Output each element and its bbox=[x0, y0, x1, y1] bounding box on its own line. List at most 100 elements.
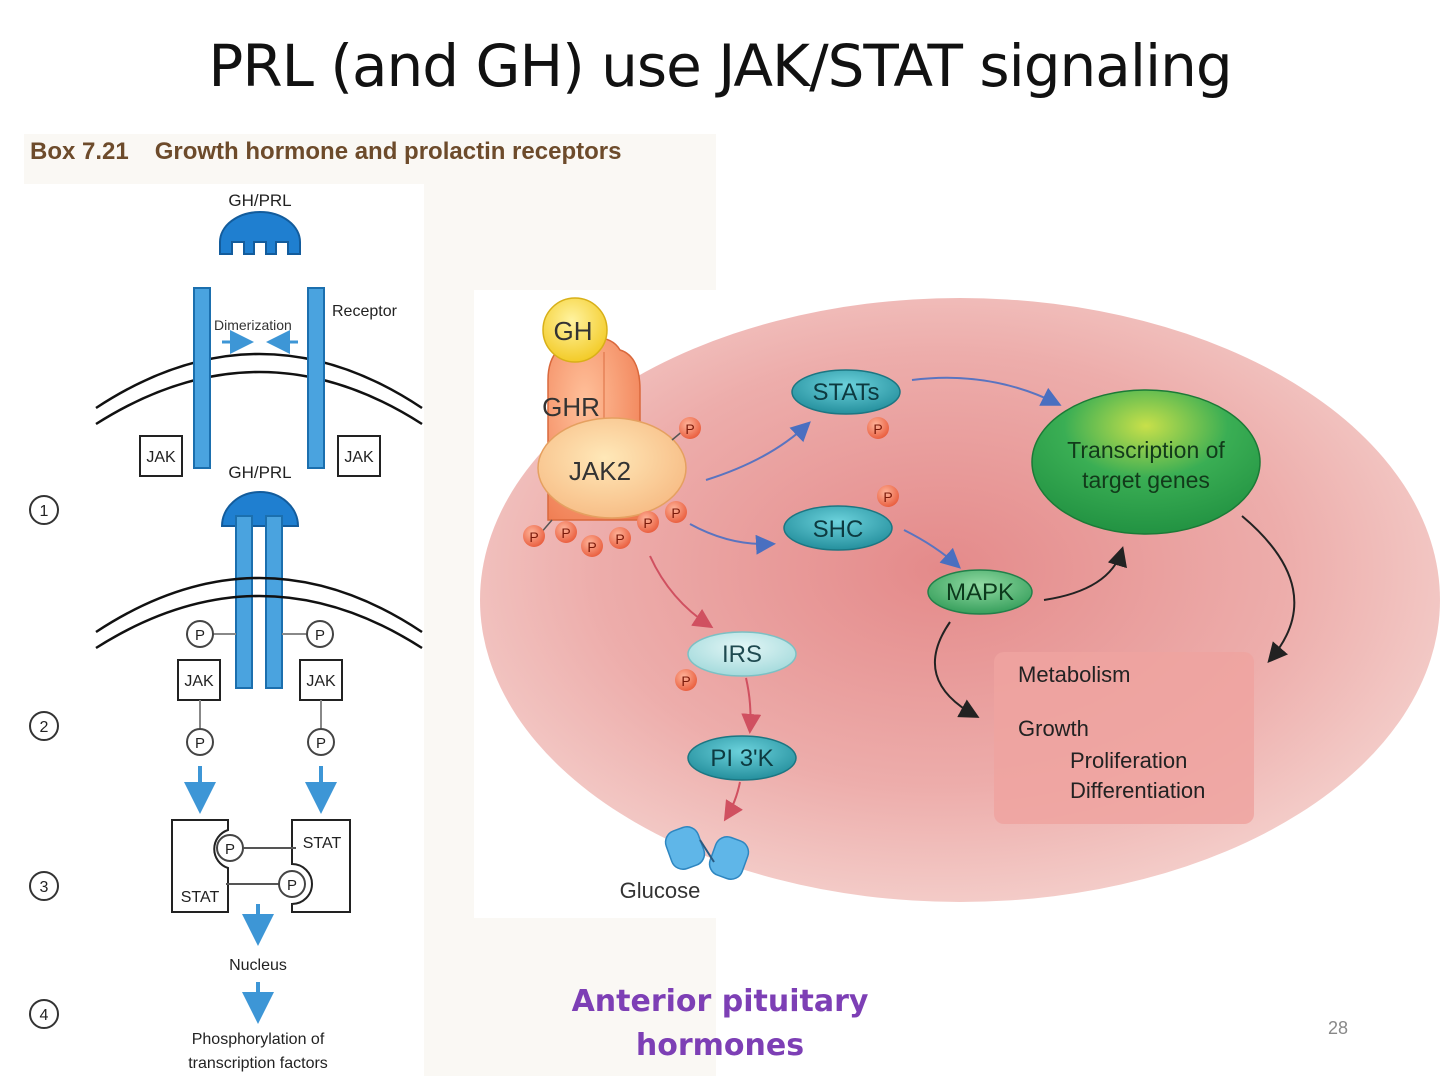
differentiation-label: Differentiation bbox=[1070, 778, 1205, 803]
stat-right-shape bbox=[291, 819, 351, 913]
jak-box-bottom-left bbox=[177, 659, 221, 701]
phosphate-icon bbox=[637, 511, 659, 533]
ghr-label: GHR bbox=[542, 392, 600, 422]
jak-label: JAK bbox=[146, 449, 176, 466]
phosphate-icon bbox=[306, 620, 334, 648]
arrow-transcription-to-outcomes bbox=[1241, 515, 1296, 664]
gh-ligand bbox=[542, 297, 608, 363]
irs-node bbox=[687, 631, 797, 677]
step-number-icon bbox=[29, 495, 59, 525]
jak-box-bottom-right bbox=[299, 659, 343, 701]
jak-box-top-right bbox=[337, 435, 381, 477]
mapk-label: MAPK bbox=[946, 579, 1014, 606]
ligand-top-label: GH/PRL bbox=[228, 191, 291, 210]
p-label: P bbox=[681, 673, 690, 689]
shc-node bbox=[783, 505, 893, 551]
ligand-bound-label: GH/PRL bbox=[228, 463, 291, 482]
receptor-left bbox=[193, 287, 211, 469]
arrow-mapk-to-transcription bbox=[1043, 546, 1127, 601]
ligand-bound-icon bbox=[220, 491, 300, 527]
step-2: 2 bbox=[40, 719, 49, 736]
phosphate-label: P bbox=[287, 877, 297, 894]
p-label: P bbox=[643, 515, 652, 531]
jak2-kinase bbox=[537, 417, 687, 519]
receptor-label: Receptor bbox=[332, 303, 398, 320]
p-label: P bbox=[615, 531, 624, 547]
step-3: 3 bbox=[40, 879, 49, 896]
step-number-icon bbox=[29, 999, 59, 1029]
membrane-outer-bottom bbox=[95, 576, 423, 634]
stats-label: STATs bbox=[812, 379, 879, 406]
arrow-pi3k-to-glucose bbox=[723, 781, 743, 822]
phosphate-icon bbox=[186, 728, 214, 756]
p-label: P bbox=[883, 489, 892, 505]
arrow-stats-to-transcription bbox=[911, 376, 1062, 406]
membrane-outer-top bbox=[95, 352, 423, 410]
phosphate-label: P bbox=[195, 627, 205, 644]
arrow-irs-to-pi3k bbox=[741, 677, 762, 734]
step-number-icon bbox=[29, 871, 59, 901]
page-number: 28 bbox=[1328, 1018, 1349, 1038]
jak-label: JAK bbox=[344, 449, 374, 466]
phosphate-icon bbox=[307, 728, 335, 756]
phosphate-icon bbox=[679, 417, 701, 439]
phosphate-icon bbox=[555, 521, 577, 543]
phosphate-icon bbox=[609, 527, 631, 549]
phosphate-icon bbox=[581, 535, 603, 557]
phosphate-icon bbox=[665, 501, 687, 523]
left-receptor-diagram: GH/PRL Receptor Dimerization JAK JAK GH/… bbox=[29, 191, 423, 1072]
receptor-dimer-right bbox=[265, 515, 283, 689]
transcription-label-line1: Transcription of bbox=[1067, 437, 1225, 463]
phospho-label-line1: Phosphorylation of bbox=[192, 1031, 325, 1048]
pathway-diagram: GH GHR JAK2 P P P P P P P STATs P bbox=[480, 297, 1440, 903]
p-label: P bbox=[587, 539, 596, 555]
phospho-label-line2: transcription factors bbox=[188, 1055, 328, 1072]
receptor-right bbox=[307, 287, 325, 469]
stats-node bbox=[791, 369, 901, 415]
metabolism-label: Metabolism bbox=[1018, 662, 1130, 687]
shc-label: SHC bbox=[813, 516, 864, 543]
outcomes-box bbox=[994, 652, 1254, 824]
stat-label: STAT bbox=[181, 889, 220, 906]
p-label: P bbox=[685, 421, 694, 437]
slide-title: PRL (and GH) use JAK/STAT signaling bbox=[208, 32, 1232, 100]
pi3k-node bbox=[687, 735, 797, 781]
jak-box-top-left bbox=[139, 435, 183, 477]
jak2-label: JAK2 bbox=[569, 456, 631, 486]
proliferation-label: Proliferation bbox=[1070, 748, 1187, 773]
phosphate-label: P bbox=[316, 735, 326, 752]
left-diagram-background bbox=[24, 184, 424, 1076]
transcription-label-line2: target genes bbox=[1082, 467, 1210, 493]
phosphate-icon bbox=[867, 417, 889, 439]
receptor-dimer-left bbox=[235, 515, 253, 689]
membrane-inner-bottom bbox=[95, 594, 423, 650]
phosphate-icon bbox=[523, 525, 545, 547]
membrane-inner-top bbox=[95, 370, 423, 426]
glucose-label: Glucose bbox=[620, 878, 701, 903]
irs-label: IRS bbox=[722, 641, 762, 668]
step-4: 4 bbox=[40, 1007, 49, 1024]
stat-left-shape bbox=[171, 819, 229, 913]
pi3k-label: PI 3'K bbox=[710, 745, 773, 772]
phosphate-icon bbox=[216, 834, 244, 862]
arrow-shc-to-mapk bbox=[903, 529, 961, 569]
ligand-molecule-icon bbox=[219, 211, 301, 255]
p-label: P bbox=[873, 421, 882, 437]
phosphate-label: P bbox=[225, 841, 235, 858]
arrow-mapk-to-outcomes bbox=[934, 621, 980, 718]
step-1: 1 bbox=[40, 503, 49, 520]
arrow-jak2-to-irs bbox=[649, 555, 714, 629]
phosphate-icon bbox=[186, 620, 214, 648]
growth-label: Growth bbox=[1018, 716, 1089, 741]
transcription-node bbox=[1031, 389, 1261, 535]
caption-line1: Anterior pituitary bbox=[571, 984, 869, 1019]
dimerization-label: Dimerization bbox=[214, 317, 292, 333]
receptor-phosphates: P P P P P P P bbox=[523, 417, 701, 557]
phosphate-icon bbox=[278, 870, 306, 898]
glucose-transporter-icon bbox=[664, 826, 750, 880]
p-label: P bbox=[561, 525, 570, 541]
jak-label: JAK bbox=[306, 673, 336, 690]
phosphate-label: P bbox=[195, 735, 205, 752]
